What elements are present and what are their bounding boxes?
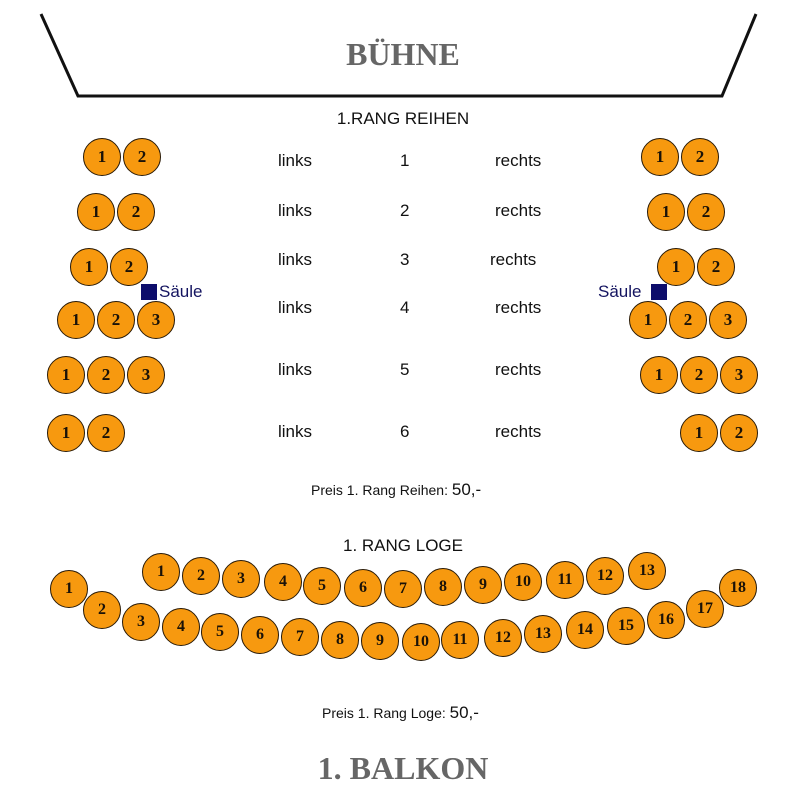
rang-reihen-price: Preis 1. Rang Reihen: 50,- — [311, 480, 481, 500]
seat-reihe-2-links-1[interactable]: 1 — [77, 193, 115, 231]
row-5-rechts-label: rechts — [495, 360, 542, 379]
seat-loge-lower-9[interactable]: 9 — [361, 622, 399, 660]
row-6-number: 6 — [400, 422, 410, 441]
row-1-number: 1 — [400, 151, 410, 170]
seat-reihe-1-links-1[interactable]: 1 — [83, 138, 121, 176]
seat-loge-lower-1[interactable]: 1 — [50, 570, 88, 608]
seat-loge-lower-10[interactable]: 10 — [402, 623, 440, 661]
rang-loge-title: 1. RANG LOGE — [343, 536, 463, 555]
row-1-links-label: links — [278, 151, 313, 170]
row-2-links-label: links — [278, 201, 313, 220]
seat-reihe-2-rechts-2[interactable]: 2 — [687, 193, 725, 231]
row-4-links-label: links — [278, 298, 313, 317]
seat-reihe-3-links-2[interactable]: 2 — [110, 248, 148, 286]
seat-loge-lower-11[interactable]: 11 — [441, 621, 479, 659]
seat-loge-upper-4[interactable]: 4 — [264, 563, 302, 601]
seat-loge-upper-12[interactable]: 12 — [586, 557, 624, 595]
rang-loge-price-label: Preis 1. Rang Loge: — [322, 705, 446, 721]
seat-reihe-4-rechts-3[interactable]: 3 — [709, 301, 747, 339]
stage-outline — [39, 13, 758, 98]
seat-loge-lower-2[interactable]: 2 — [83, 591, 121, 629]
seat-loge-lower-13[interactable]: 13 — [524, 615, 562, 653]
seat-loge-lower-8[interactable]: 8 — [321, 621, 359, 659]
seat-reihe-5-links-1[interactable]: 1 — [47, 356, 85, 394]
seat-reihe-6-rechts-2[interactable]: 2 — [720, 414, 758, 452]
row-3-links-label: links — [278, 250, 313, 269]
seat-loge-upper-13[interactable]: 13 — [628, 552, 666, 590]
row-5-links-label: links — [278, 360, 313, 379]
seat-reihe-5-rechts-3[interactable]: 3 — [720, 356, 758, 394]
seat-loge-lower-16[interactable]: 16 — [647, 601, 685, 639]
seat-reihe-4-links-2[interactable]: 2 — [97, 301, 135, 339]
seat-loge-lower-3[interactable]: 3 — [122, 603, 160, 641]
seat-reihe-1-rechts-2[interactable]: 2 — [681, 138, 719, 176]
seat-reihe-6-links-1[interactable]: 1 — [47, 414, 85, 452]
rang-loge-price: Preis 1. Rang Loge: 50,- — [322, 703, 479, 723]
seat-loge-upper-2[interactable]: 2 — [182, 557, 220, 595]
pillar-left-label: Säule — [159, 282, 203, 301]
pillar-right-icon — [651, 284, 667, 300]
stage-border — [39, 13, 758, 98]
seat-loge-lower-15[interactable]: 15 — [607, 607, 645, 645]
rang-reihen-title: 1.RANG REIHEN — [336, 109, 470, 128]
seat-reihe-1-links-2[interactable]: 2 — [123, 138, 161, 176]
seat-loge-upper-6[interactable]: 6 — [344, 569, 382, 607]
row-5-number: 5 — [400, 360, 410, 379]
seat-reihe-5-rechts-2[interactable]: 2 — [680, 356, 718, 394]
seat-reihe-5-rechts-1[interactable]: 1 — [640, 356, 678, 394]
row-3-number: 3 — [400, 250, 410, 269]
seat-loge-upper-8[interactable]: 8 — [424, 568, 462, 606]
pillar-right-label: Säule — [598, 282, 642, 301]
seat-loge-lower-18[interactable]: 18 — [719, 569, 757, 607]
balcony-label: 1. BALKON — [317, 750, 489, 786]
seat-reihe-5-links-3[interactable]: 3 — [127, 356, 165, 394]
seat-reihe-3-rechts-2[interactable]: 2 — [697, 248, 735, 286]
seat-loge-upper-10[interactable]: 10 — [504, 563, 542, 601]
seat-loge-lower-5[interactable]: 5 — [201, 613, 239, 651]
rang-reihen-price-value: 50,- — [451, 480, 482, 499]
seat-reihe-6-links-2[interactable]: 2 — [87, 414, 125, 452]
row-6-links-label: links — [278, 422, 313, 441]
rang-reihen-price-label: Preis 1. Rang Reihen: — [311, 482, 448, 498]
seat-loge-upper-11[interactable]: 11 — [546, 561, 584, 599]
row-4-number: 4 — [400, 298, 410, 317]
seat-reihe-2-rechts-1[interactable]: 1 — [647, 193, 685, 231]
seat-loge-upper-7[interactable]: 7 — [384, 570, 422, 608]
seat-loge-lower-7[interactable]: 7 — [281, 618, 319, 656]
rang-loge-price-value: 50,- — [449, 703, 479, 722]
seat-reihe-4-rechts-2[interactable]: 2 — [669, 301, 707, 339]
row-4-rechts-label: rechts — [495, 298, 542, 317]
stage-label: BÜHNE — [346, 36, 460, 72]
row-2-number: 2 — [400, 201, 410, 220]
seat-reihe-6-rechts-1[interactable]: 1 — [680, 414, 718, 452]
seat-reihe-2-links-2[interactable]: 2 — [117, 193, 155, 231]
seat-loge-upper-5[interactable]: 5 — [303, 567, 341, 605]
seat-loge-upper-3[interactable]: 3 — [222, 560, 260, 598]
seat-reihe-3-rechts-1[interactable]: 1 — [657, 248, 695, 286]
seat-loge-lower-17[interactable]: 17 — [686, 590, 724, 628]
seat-reihe-4-links-3[interactable]: 3 — [137, 301, 175, 339]
row-2-rechts-label: rechts — [495, 201, 542, 220]
seat-loge-lower-14[interactable]: 14 — [566, 611, 604, 649]
seat-reihe-3-links-1[interactable]: 1 — [70, 248, 108, 286]
seat-reihe-5-links-2[interactable]: 2 — [87, 356, 125, 394]
seat-reihe-1-rechts-1[interactable]: 1 — [641, 138, 679, 176]
seat-reihe-4-links-1[interactable]: 1 — [57, 301, 95, 339]
seat-loge-upper-1[interactable]: 1 — [142, 553, 180, 591]
row-3-rechts-label: rechts — [490, 250, 537, 269]
seat-loge-lower-4[interactable]: 4 — [162, 608, 200, 646]
row-1-rechts-label: rechts — [495, 151, 542, 170]
seat-loge-lower-6[interactable]: 6 — [241, 616, 279, 654]
pillar-left-icon — [141, 284, 157, 300]
seat-loge-lower-12[interactable]: 12 — [484, 619, 522, 657]
row-6-rechts-label: rechts — [495, 422, 542, 441]
seat-loge-upper-9[interactable]: 9 — [464, 566, 502, 604]
seat-reihe-4-rechts-1[interactable]: 1 — [629, 301, 667, 339]
